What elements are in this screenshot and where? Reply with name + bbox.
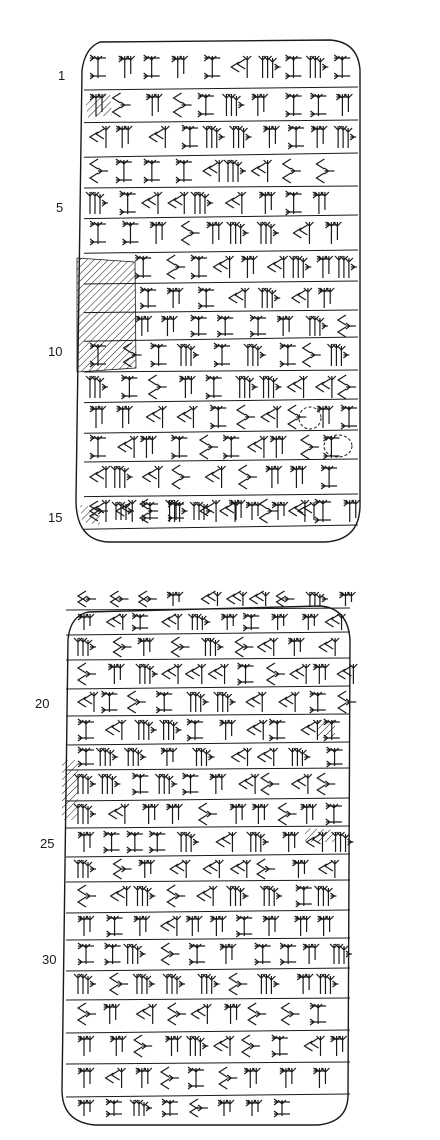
line-number-10: 10: [48, 344, 63, 359]
line-number-20: 20: [35, 696, 50, 711]
obverse-outline: [75, 39, 361, 543]
obverse-damage: [76, 257, 137, 373]
line-number-1: 1: [58, 68, 66, 83]
reverse-outline: [61, 605, 351, 1126]
line-number-30: 30: [42, 952, 57, 967]
line-number-15: 15: [48, 510, 63, 525]
line-number-25: 25: [40, 836, 55, 851]
line-number-5: 5: [56, 200, 64, 215]
